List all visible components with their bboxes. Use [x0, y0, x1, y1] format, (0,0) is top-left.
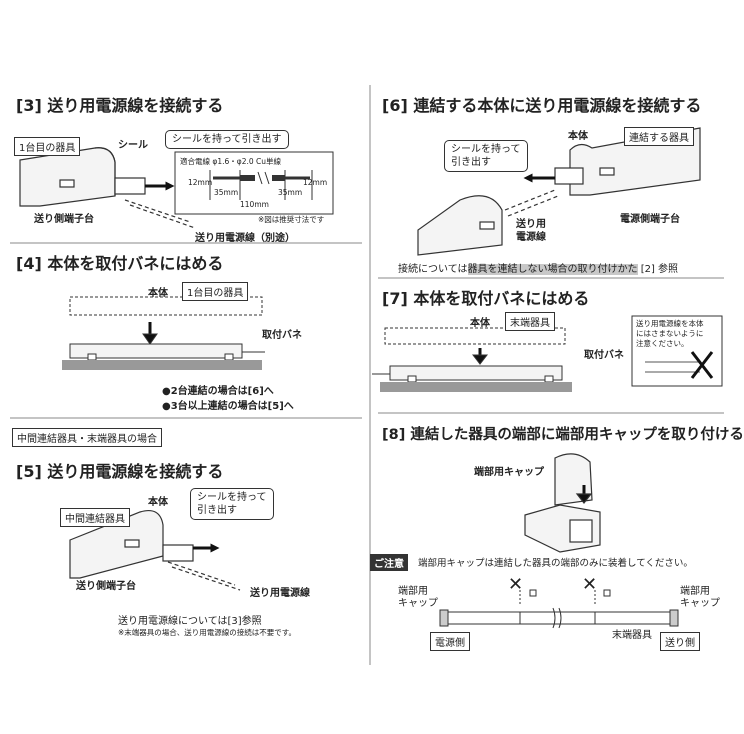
s4-case-2: ●2台連結の場合は[6]へ	[162, 386, 274, 397]
s3-dim-35b: 35mm	[278, 188, 303, 197]
s5-wire-label: 送り用電源線	[250, 588, 310, 599]
s5-bubble: シールを持って 引き出す	[190, 488, 274, 520]
s3-terminal-label: 送り側端子台	[34, 214, 94, 225]
s6-body-label: 本体	[568, 131, 588, 142]
s6-title: [6] 連結する本体に送り用電源線を接続する	[382, 96, 702, 115]
s8-caution: 端部用キャップは連結した器具の端部のみに装着してください。	[418, 558, 693, 569]
s3-wire-spec-label: 適合電線 φ1.6・φ2.0 Cu単線	[180, 157, 282, 166]
s8-power-side: 電源側	[430, 632, 470, 651]
s4-fixture	[62, 296, 265, 370]
s5-bubble-line2: 引き出す	[197, 505, 237, 516]
s6-wire-line2: 電源線	[516, 232, 546, 243]
s3-dim-110: 110mm	[240, 200, 269, 209]
s8-cap-art	[524, 453, 601, 553]
s4-body-label: 本体	[148, 288, 168, 299]
s8-caution-tag: ご注意	[370, 554, 408, 571]
s7-title: [7] 本体を取付バネにはめる	[382, 289, 590, 308]
s6-wire-label: 送り用 電源線	[516, 218, 546, 244]
s8-cap-left: 端部用 キャップ	[398, 586, 438, 610]
s5-unit-label: 中間連結器具	[60, 508, 130, 527]
s7-warning-line2: にはさまないように	[636, 329, 704, 338]
s3-wire-label: 送り用電源線（別途）	[195, 233, 295, 244]
s8-linked-fixtures	[439, 589, 679, 629]
s5-body-label: 本体	[148, 497, 168, 508]
s8-title: [8] 連結した器具の端部に端部用キャップを取り付ける	[382, 427, 744, 443]
s5-title: [5] 送り用電源線を接続する	[16, 462, 224, 481]
s8-send-side: 送り側	[660, 632, 700, 651]
s7-warning-line1: 送り用電源線を本体	[636, 319, 704, 328]
s4-spring-label: 取付バネ	[262, 330, 302, 341]
s5-tag: 中間連結器具・末端器具の場合	[12, 428, 162, 447]
s5-bubble-line1: シールを持って	[197, 492, 267, 503]
s3-dim-35a: 35mm	[214, 188, 239, 197]
s6-ref: 接続については器具を連結しない場合の取り付けかた [2] 参照	[398, 260, 678, 275]
s7-unit-label: 末端器具	[505, 312, 555, 331]
s6-terminal-label: 電源側端子台	[620, 214, 680, 225]
s6-ref-highlight: 器具を連結しない場合の取り付けかた	[467, 264, 638, 275]
s8-cap-right: 端部用 キャップ	[680, 586, 720, 610]
s7-body-label: 本体	[470, 318, 490, 329]
s3-unit-label: 1台目の器具	[14, 137, 81, 156]
s3-seal-label: シール	[118, 140, 148, 151]
s3-note: ※図は推奨寸法です	[258, 215, 325, 224]
s6-unit-label: 連結する器具	[624, 127, 694, 146]
s3-title: [3] 送り用電源線を接続する	[16, 96, 224, 115]
s7-fixture	[372, 315, 723, 392]
s8-x-mark-right: ✕	[582, 574, 598, 595]
s3-dim-12b: 12mm	[303, 178, 328, 187]
s7-spring-label: 取付バネ	[584, 350, 624, 361]
s5-ref: 送り用電源線については[3]参照	[118, 616, 262, 627]
s6-ref-pre: 接続については	[398, 264, 468, 275]
s4-title: [4] 本体を取付バネにはめる	[16, 254, 224, 273]
s8-cap-right-line2: キャップ	[680, 598, 720, 609]
s8-cap-right-line1: 端部用	[680, 586, 710, 597]
s6-bubble: シールを持って 引き出す	[444, 140, 528, 172]
s8-cap-label: 端部用キャップ	[474, 467, 544, 478]
s4-case-3: ●3台以上連結の場合は[5]へ	[162, 401, 294, 412]
s3-dim-12a: 12mm	[188, 178, 213, 187]
s6-bubble-line2: 引き出す	[451, 157, 491, 168]
s3-fixture	[19, 147, 196, 229]
s8-cap-left-line1: 端部用	[398, 586, 428, 597]
s3-wire-spec	[174, 151, 334, 215]
s8-cap-left-line2: キャップ	[398, 598, 438, 609]
s8-x-mark-left: ✕	[508, 574, 524, 595]
s3-bubble: シールを持って引き出す	[165, 130, 289, 149]
s6-wire-line1: 送り用	[516, 219, 546, 230]
s5-fixture	[69, 509, 241, 591]
s8-end-unit: 末端器具	[612, 630, 652, 641]
s5-terminal-label: 送り側端子台	[76, 581, 136, 592]
s6-ref-post: [2] 参照	[640, 264, 679, 275]
s7-warning-line3: 注意ください。	[636, 339, 689, 348]
s6-bubble-line1: シールを持って	[451, 144, 521, 155]
s7-warning: 送り用電源線を本体 にはさまないように 注意ください。	[636, 319, 704, 349]
s4-unit-label: 1台目の器具	[182, 282, 249, 301]
s5-note: ※末端器具の場合、送り用電源線の接続は不要です。	[118, 628, 297, 637]
